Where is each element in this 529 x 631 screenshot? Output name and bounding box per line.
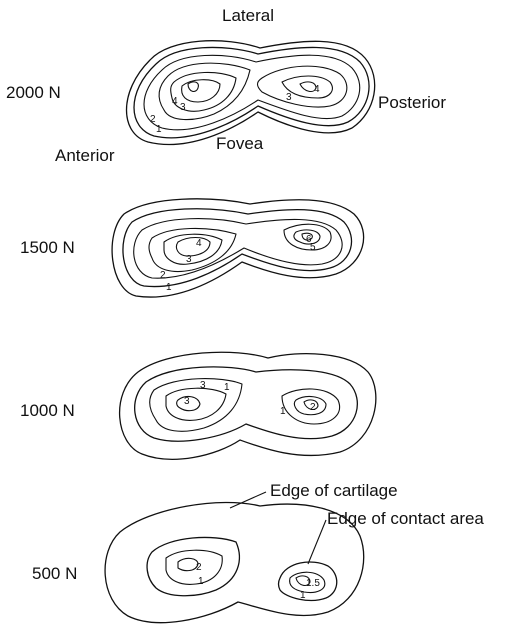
contour-3-1500n (164, 234, 222, 264)
contour-value: 1 (198, 576, 204, 587)
contact-area-edge-1500n (123, 209, 352, 287)
contour-value: 3 (184, 396, 190, 407)
contour-value: 1 (156, 124, 162, 135)
cartilage-edge-1000n (120, 352, 376, 459)
contour-value: 5 (310, 242, 316, 253)
contour-2-2000n (159, 63, 250, 119)
contour-map-1500n: 4 3 2 1 6 5 (112, 199, 364, 297)
contour-2-500n (178, 558, 198, 570)
contour-value: 4 (314, 84, 320, 95)
edge-of-contact-area-leader (308, 520, 326, 564)
contour-1-500n (166, 550, 222, 584)
contour-4b-2000n (188, 82, 198, 92)
contour-value: 1 (280, 406, 286, 417)
contour-value: 2 (160, 270, 166, 281)
contour-map-1000n: 3 3 1 1 2 (120, 352, 376, 459)
contour-map-500n: 2 1 1.5 1 (105, 492, 364, 623)
contour-value: 4 (172, 96, 178, 107)
contour-value: 1.5 (306, 578, 320, 589)
contour-value: 3 (286, 92, 292, 103)
contact-area-edge-1000n (135, 367, 358, 441)
contour-value: 1 (166, 282, 172, 293)
cartilage-edge-500n (105, 502, 364, 622)
contour-value: 3 (200, 380, 206, 391)
contour-4-2000n (182, 80, 220, 102)
contour-value: 1 (224, 382, 230, 393)
contour-value: 4 (196, 238, 202, 249)
contact-area-edge-500n (147, 537, 239, 595)
contour-value: 1 (300, 590, 306, 601)
contour-value: 2 (150, 114, 156, 125)
contour-value: 3 (186, 254, 192, 265)
contour-value: 3 (180, 102, 186, 113)
contour-2-1500n (149, 228, 236, 271)
contour-value: 2 (310, 402, 316, 413)
contour-map-2000n: 1 2 3 4 3 4 (127, 41, 375, 145)
contour-value: 2 (196, 562, 202, 573)
contour-4-1500n (176, 238, 210, 257)
contour-2-1000n (166, 388, 226, 420)
